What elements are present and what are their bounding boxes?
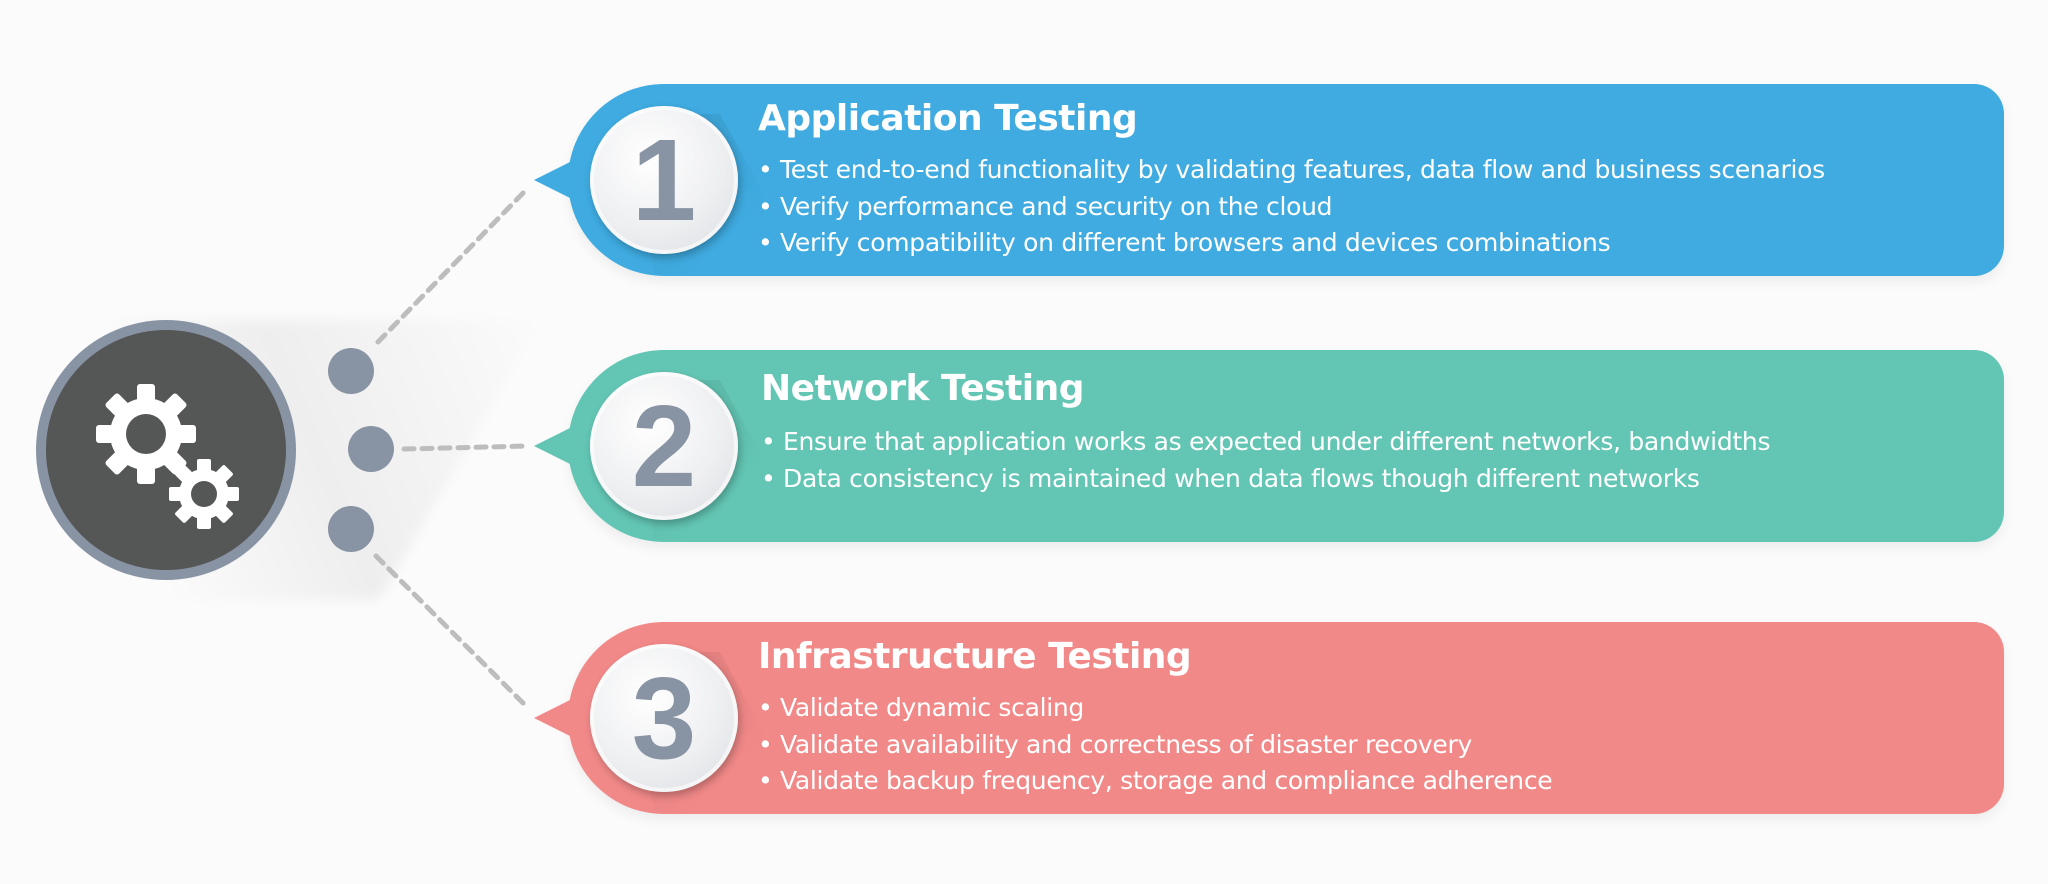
bullet-item: •Data consistency is maintained when dat… — [761, 461, 1770, 498]
bullet-dot: • — [761, 427, 776, 456]
hub-circle — [36, 320, 296, 580]
gears-icon — [96, 384, 239, 529]
bullet-item: •Verify performance and security on the … — [758, 189, 1825, 226]
connector-line-1 — [375, 185, 531, 345]
bullet-item: •Verify compatibility on different brows… — [758, 225, 1825, 262]
bullet-dot: • — [758, 766, 773, 795]
bullet-item: •Validate availability and correctness o… — [758, 727, 1552, 764]
bullet-item: •Validate dynamic scaling — [758, 690, 1552, 727]
bullet-dot: • — [758, 693, 773, 722]
bullet-dot: • — [758, 155, 773, 184]
card-network-testing: 2 Network Testing •Ensure that applicati… — [534, 350, 2004, 542]
card-title: Infrastructure Testing — [758, 636, 1192, 677]
card-title: Network Testing — [761, 368, 1085, 409]
connector-dot-1 — [328, 348, 374, 394]
bullet-text: Validate backup frequency, storage and c… — [780, 766, 1553, 795]
bullet-text: Verify performance and security on the c… — [780, 191, 1333, 221]
bullet-dot: • — [758, 729, 773, 759]
bullet-item: •Test end-to-end functionality by valida… — [758, 152, 1825, 189]
bullet-text: Validate dynamic scaling — [780, 693, 1085, 722]
bullet-text: Verify compatibility on different browse… — [780, 228, 1611, 257]
bullet-list: •Ensure that application works as expect… — [761, 424, 1770, 497]
bullet-text: Ensure that application works as expecte… — [783, 427, 1771, 456]
bullet-dot: • — [758, 191, 773, 221]
card-pointer — [534, 700, 570, 736]
bullet-text: Validate availability and correctness of… — [780, 729, 1472, 759]
connector-line-2 — [401, 443, 531, 452]
card-infrastructure-testing: 3 Infrastructure Testing •Validate dynam… — [534, 622, 2004, 814]
connector-line-3 — [373, 553, 531, 711]
connector-dot-3 — [328, 506, 374, 552]
step-number-3: 3 — [590, 644, 738, 792]
card-pointer — [534, 162, 570, 198]
card-application-testing: 1 Application Testing •Test end-to-end f… — [534, 84, 2004, 276]
bullet-dot: • — [761, 463, 776, 493]
bullet-text: Data consistency is maintained when data… — [783, 463, 1700, 493]
step-number-2: 2 — [590, 372, 738, 520]
bullet-list: •Validate dynamic scaling •Validate avai… — [758, 690, 1553, 800]
card-title: Application Testing — [758, 98, 1138, 139]
connector-dot-2 — [348, 426, 394, 472]
bullet-item: •Ensure that application works as expect… — [761, 424, 1770, 461]
hub-inner — [46, 330, 286, 570]
bullet-list: •Test end-to-end functionality by valida… — [758, 152, 1825, 262]
step-number-1: 1 — [590, 106, 738, 254]
card-pointer — [534, 428, 570, 464]
bullet-item: •Validate backup frequency, storage and … — [758, 763, 1553, 800]
bullet-text: Test end-to-end functionality by validat… — [780, 155, 1825, 184]
bullet-dot: • — [758, 228, 773, 257]
